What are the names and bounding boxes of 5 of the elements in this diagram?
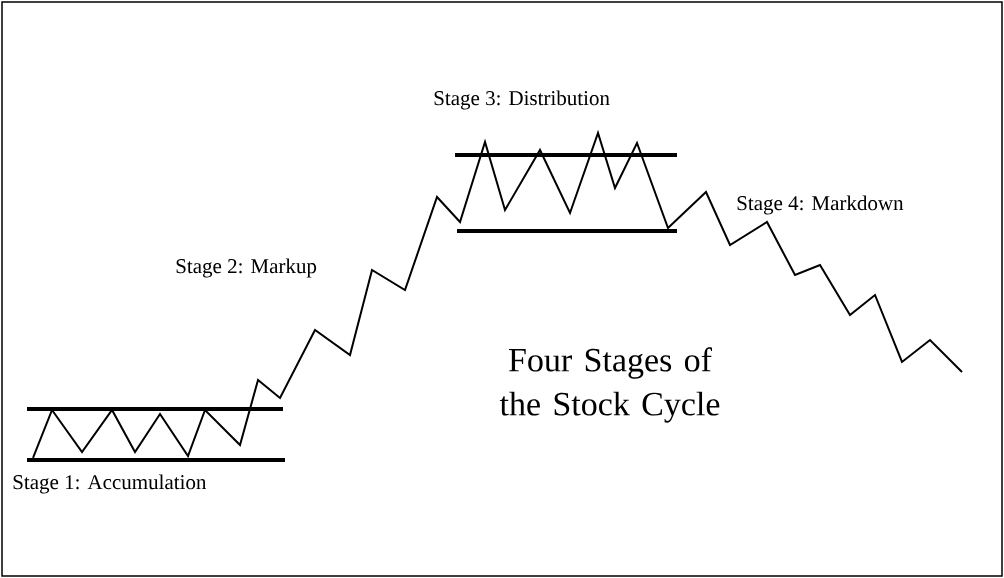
stage-label: Stage 4: Markdown [737,195,904,215]
stage-label: Stage 1: Accumulation [13,474,207,494]
title: Four Stages of the Stock Cycle [499,347,720,423]
stage-label: Stage 2: Markup [176,258,317,278]
stage-label: Stage 3: Distribution [434,90,610,110]
